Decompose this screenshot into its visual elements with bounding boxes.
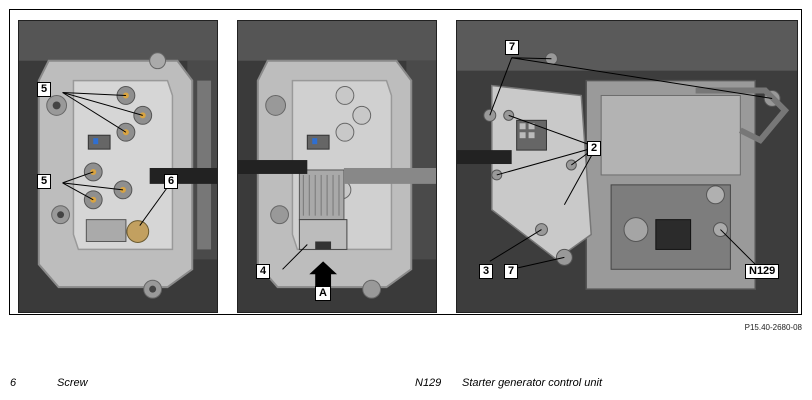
callout-5: 5 [37, 82, 52, 97]
legend-description: Starter generator control unit [462, 377, 603, 389]
figure-reference-code: P15.40-2680-08 [744, 323, 802, 332]
callout-3: 3 [479, 264, 494, 279]
callout-7: 7 [505, 40, 520, 55]
legend-number: 6 [10, 377, 17, 389]
legend-number: N129 [415, 377, 442, 389]
callout-4: 4 [256, 264, 271, 279]
legend-entry: N129 Starter generator control unit [415, 377, 602, 389]
photo-panel-control-unit: 7 2 3 7 N129 [456, 20, 798, 313]
callout-5: 5 [37, 174, 52, 189]
legend-entry: 6 Screw [10, 377, 88, 389]
legend-description: Screw [57, 377, 88, 389]
photo-control-unit [457, 21, 797, 312]
photo-connector [238, 21, 436, 312]
photo-cover-screws [19, 21, 217, 312]
callout-6: 6 [164, 174, 179, 189]
callout-7: 7 [504, 264, 519, 279]
callout-A: A [315, 286, 331, 301]
photo-panel-cover-screws: 5 5 6 [18, 20, 218, 313]
figure-frame: 5 5 6 [9, 9, 802, 315]
photo-panel-connector: 4 A [237, 20, 437, 313]
callout-2: 2 [587, 141, 602, 156]
callout-N129: N129 [745, 264, 780, 279]
